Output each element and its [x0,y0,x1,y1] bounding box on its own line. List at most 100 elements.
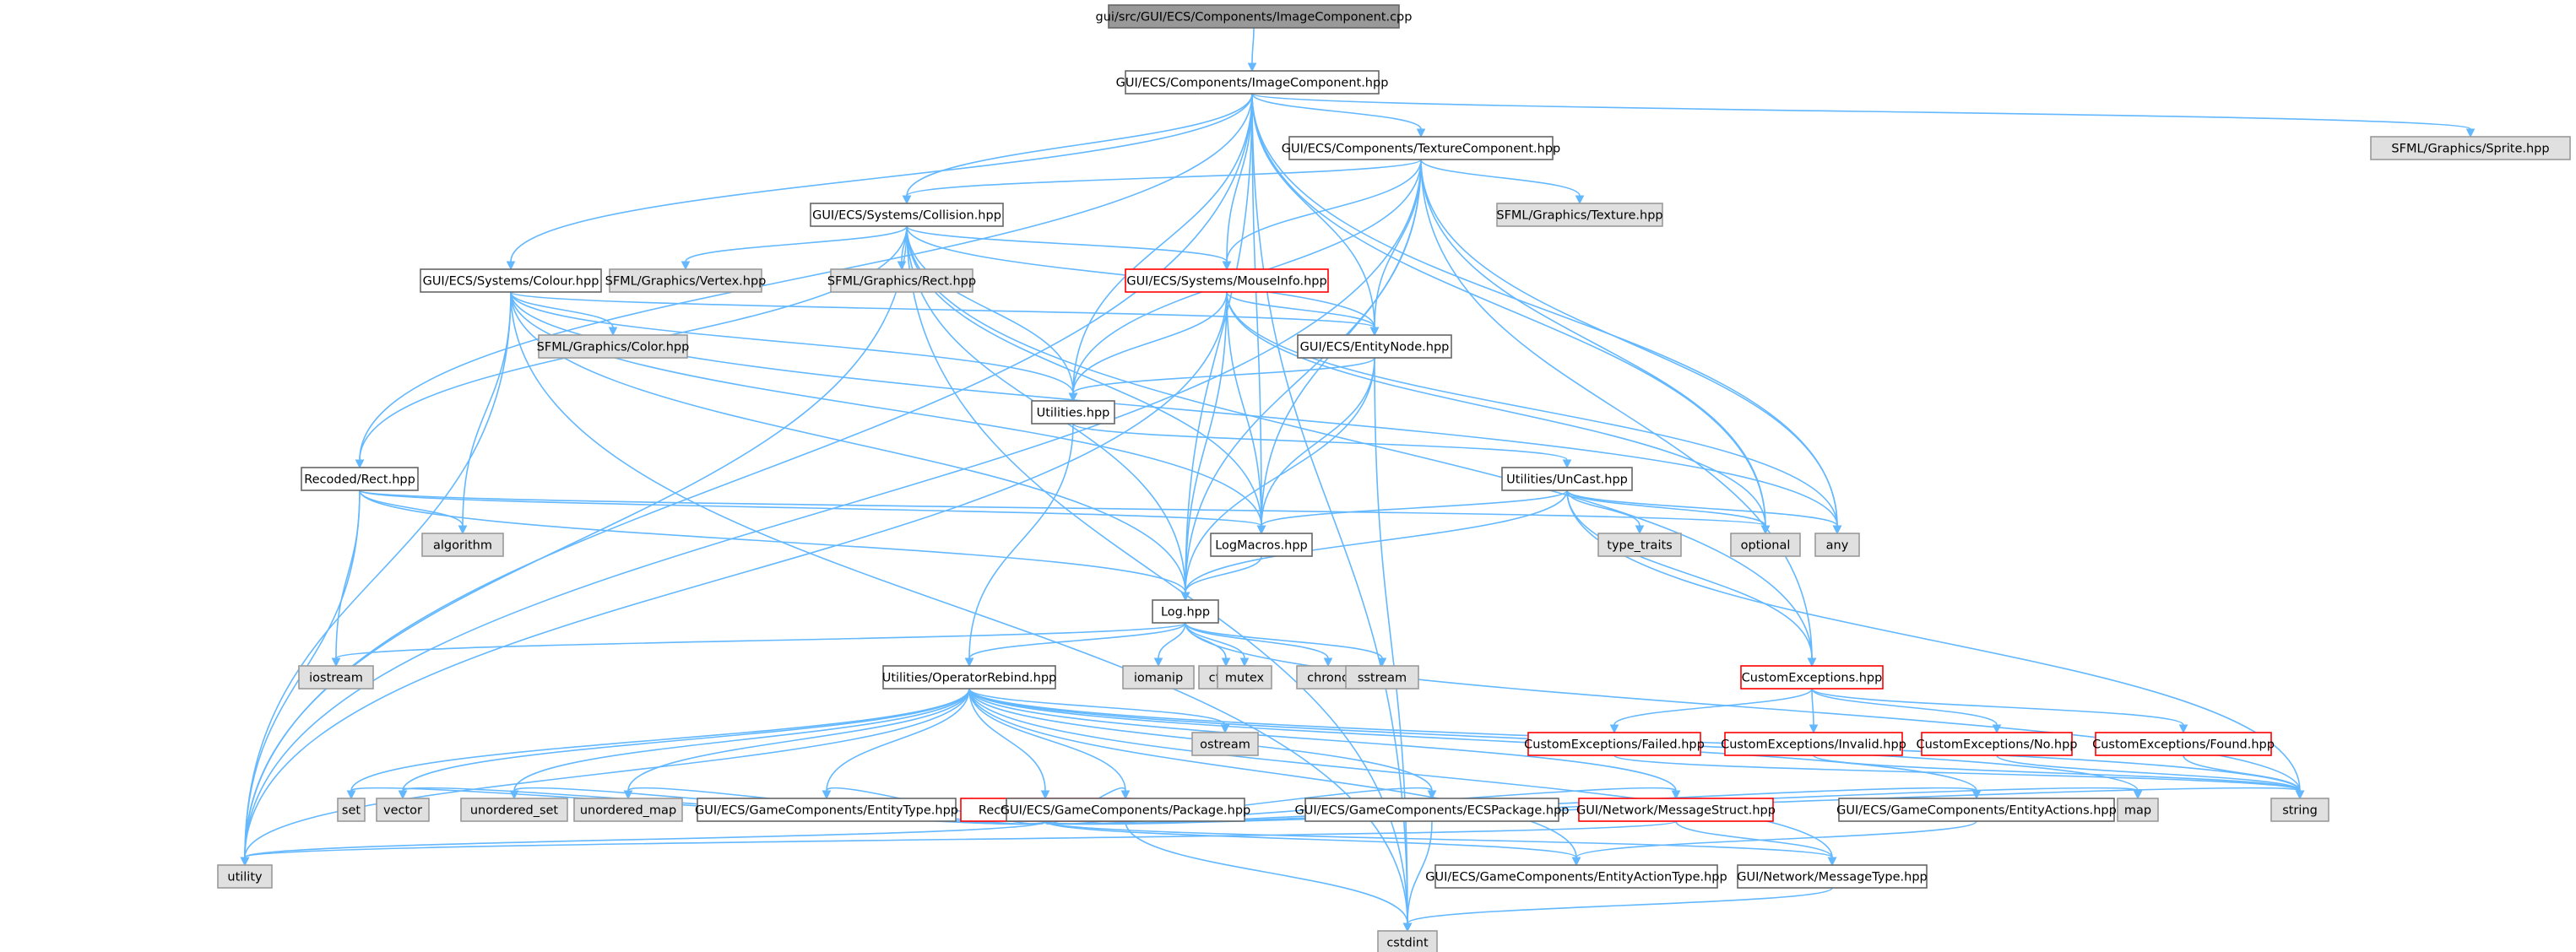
edge-arrowhead [1377,657,1387,668]
node-sfRect: SFML/Graphics/Rect.hpp [827,268,976,293]
node-uncast[interactable]: Utilities/UnCast.hpp [1501,467,1633,491]
edge-entity-to-logm [1256,357,1375,535]
edge-colour-to-utility [240,291,512,867]
edge-opreb-to-ostream [968,688,1230,734]
node-label: Utilities/OperatorRebind.hpp [882,672,1057,685]
node-entity[interactable]: GUI/ECS/EntityNode.hpp [1297,334,1452,359]
node-ceinv[interactable]: CustomExceptions/Invalid.hpp [1721,732,1906,756]
node-box [1724,732,1903,756]
node-ceno[interactable]: CustomExceptions/No.hpp [1916,732,2078,756]
node-logm[interactable]: LogMacros.hpp [1210,533,1313,557]
edge-line [510,291,1074,394]
edge-tostr-to-msgtype [1044,820,1837,867]
edge-arrowhead [1221,657,1231,668]
edge-line [627,688,970,792]
edge-arrowhead [509,790,519,800]
node-ostream: ostream [1191,732,1259,756]
node-box [1210,533,1313,557]
node-label: type_traits [1607,539,1672,553]
edge-entity-to-util [1068,357,1375,403]
node-col[interactable]: GUI/ECS/Systems/Collision.hpp [810,203,1004,227]
edge-arrowhead [506,261,516,271]
node-opreb[interactable]: Utilities/OperatorRebind.hpp [882,665,1057,690]
node-cefail[interactable]: CustomExceptions/Failed.hpp [1524,732,1705,756]
node-label: CustomExceptions/Invalid.hpp [1721,738,1906,752]
node-msgstruct[interactable]: GUI/Network/MessageStruct.hpp [1576,798,1776,822]
edge-line [1185,555,1262,593]
edge-line [1251,93,1422,130]
node-log[interactable]: Log.hpp [1152,599,1219,624]
node-sfTex: SFML/Graphics/Texture.hpp [1496,203,1663,227]
node-mouse[interactable]: GUI/ECS/Systems/MouseInfo.hpp [1125,268,1329,293]
node-box [830,268,973,293]
edge-line [1996,755,2301,792]
node-box [460,798,568,822]
node-label: Utilities.hpp [1037,407,1110,420]
node-eacttype[interactable]: GUI/ECS/GameComponents/EntityActionType.… [1425,864,1727,889]
node-box [1006,798,1245,822]
edge-mouse-to-util [1068,291,1228,403]
edge-arrowhead [2295,790,2305,800]
node-box [420,268,602,293]
node-box [1297,334,1452,359]
node-box [1288,136,1554,160]
edge-line [335,490,361,659]
edge-arrowhead [681,261,691,271]
node-label: LogMacros.hpp [1215,539,1308,553]
node-eactions[interactable]: GUI/ECS/GameComponents/EntityActions.hpp [1836,798,2117,822]
edge-line [906,225,1813,659]
node-rect[interactable]: Recoded/Rect.hpp [301,467,419,491]
node-box [1921,732,2073,756]
node-box [2370,136,2571,160]
node-img[interactable]: GUI/ECS/Components/ImageComponent.hpp [1116,70,1389,95]
edge-opreb-to-set [346,688,970,800]
edge-opreb-to-tostr [968,688,1050,800]
node-any: any [1814,533,1860,557]
edge-line [968,688,1046,792]
edge-logm-to-log [1180,555,1262,602]
node-box [1031,400,1115,425]
edge-arrowhead [1671,790,1681,800]
edge-line [968,688,1577,858]
edge-line [359,490,1186,593]
node-util[interactable]: Utilities.hpp [1031,400,1115,425]
edge-line [1420,159,1838,527]
node-box [1597,533,1682,557]
edge-line [1226,291,1766,527]
edge-tex-to-col [902,159,1422,205]
node-label: string [2282,804,2318,818]
node-box [1217,665,1272,690]
node-label: CustomExceptions/Failed.hpp [1524,738,1705,752]
node-cefound[interactable]: CustomExceptions/Found.hpp [2092,732,2275,756]
node-pkg[interactable]: GUI/ECS/GameComponents/Package.hpp [1001,798,1251,822]
edge-line [510,93,1253,262]
nodes-layer: gui/src/GUI/ECS/Components/ImageComponen… [217,4,2571,952]
node-msgtype[interactable]: GUI/Network/MessageType.hpp [1737,864,1928,889]
node-root[interactable]: gui/src/GUI/ECS/Components/ImageComponen… [1096,4,1413,29]
node-etype[interactable]: GUI/ECS/GameComponents/EntityType.hpp [695,798,958,822]
edges-layer [240,27,2476,933]
node-label: SFML/Graphics/Texture.hpp [1496,209,1662,223]
node-tex[interactable]: GUI/ECS/Components/TextureComponent.hpp [1282,136,1560,160]
edge-colour-to-logm [510,291,1266,535]
node-ecspkg[interactable]: GUI/ECS/GameComponents/ECSPackage.hpp [1295,798,1570,822]
edge-line [1251,93,1766,527]
node-box [1838,798,2115,822]
node-colour[interactable]: GUI/ECS/Systems/Colour.hpp [420,268,602,293]
node-iomanip: iomanip [1122,665,1195,690]
node-label: gui/src/GUI/ECS/Components/ImageComponen… [1096,11,1413,24]
edge-line [359,490,1766,527]
node-label: algorithm [433,539,492,553]
node-label: Utilities/UnCast.hpp [1506,473,1628,487]
node-label: GUI/ECS/Components/ImageComponent.hpp [1116,77,1389,90]
node-box [1501,467,1633,491]
node-box [217,864,273,889]
edge-line [244,688,970,858]
edge-eactions-to-eacttype [1571,820,1977,867]
node-label: SFML/Graphics/Sprite.hpp [2391,143,2549,156]
node-cexc[interactable]: CustomExceptions.hpp [1740,665,1884,690]
edge-cexc-to-ceinv [1809,688,1819,734]
edge-mouse-to-opt [1226,291,1771,535]
edge-arrowhead [1369,327,1380,337]
node-label: GUI/Network/MessageStruct.hpp [1576,804,1776,818]
